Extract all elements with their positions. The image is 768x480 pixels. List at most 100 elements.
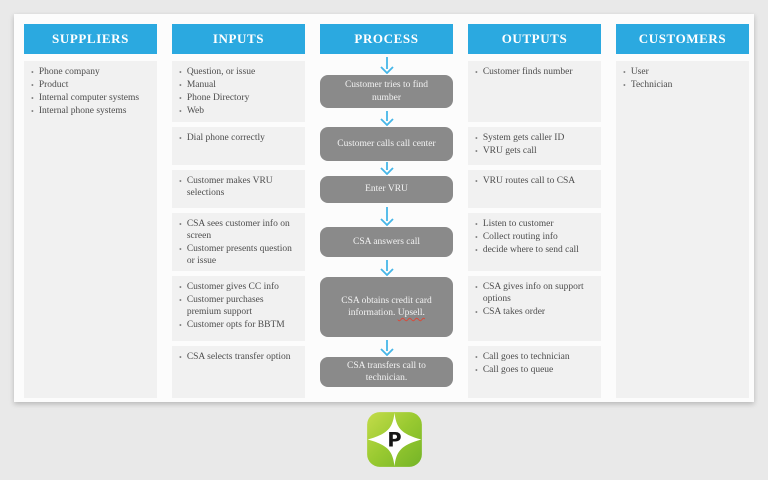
inputs-section-2: • Dial phone correctly (172, 127, 305, 165)
process-step-label: Customer tries to find number (344, 80, 429, 103)
process-step-4: CSA answers call (320, 227, 453, 257)
bullet-icon: • (31, 107, 34, 116)
sipoc-card: SUPPLIERS•Phone company•Product•Internal… (14, 14, 754, 402)
process-step-text: Customer calls call center (337, 138, 435, 150)
process-step-label: CSA transfers call to technician. (347, 360, 426, 383)
bullet-icon: • (31, 81, 34, 90)
list-item: • Phone company (28, 67, 149, 79)
down-arrow-icon (379, 207, 394, 226)
process-step-text: CSA transfers call to technician. (336, 360, 437, 385)
process-arrow (320, 260, 453, 276)
list-item-text: Phone Directory (186, 93, 250, 103)
bullet-icon: • (475, 147, 478, 156)
list-item: • Dial phone correctly (176, 133, 297, 145)
list-item-text: User (630, 67, 649, 77)
list-item: •Call goes to technician (472, 352, 593, 364)
column-inputs: INPUTS•Question, or issue•Manual•Phone D… (172, 14, 305, 402)
list-item-text: Dial phone correctly (186, 133, 265, 143)
process-step-label: CSA answers call (352, 236, 421, 247)
bullet-icon: • (475, 233, 478, 242)
list-item-text: Customer gives CC info (186, 282, 279, 292)
list-item: •VRU routes call to CSA (472, 176, 593, 188)
bullet-icon: • (179, 134, 182, 143)
process-step-label: CSA obtains credit card information. (341, 295, 432, 318)
bullet-icon: • (179, 353, 182, 362)
list-item: •Call goes to queue (472, 365, 593, 377)
suppliers-section-1: •Phone company•Product•Internal computer… (24, 61, 157, 398)
process-step-text: Enter VRU (365, 183, 408, 195)
list-item-text: decide where to send call (482, 245, 579, 255)
process-step-2: Customer calls call center (320, 127, 453, 161)
bullet-icon: • (179, 94, 182, 103)
bullet-icon: • (475, 134, 478, 143)
list-item-text: Phone company (38, 67, 100, 77)
misspelled-word: Upsell. (397, 308, 425, 318)
list-item-text: CSA selects transfer option (186, 352, 291, 362)
bullet-list: • Dial phone correctly (176, 133, 297, 145)
inputs-section-6: • CSA selects transfer option (172, 346, 305, 398)
bullet-list: •User • Technician (620, 67, 741, 92)
list-item: • Phone Directory (176, 93, 297, 105)
list-item: •Customer gives CC info (176, 282, 297, 294)
list-item: • CSA selects transfer option (176, 352, 297, 364)
bullet-list: •CSA sees customer info on screen•Custom… (176, 219, 297, 268)
list-item-text: CSA gives info on support options (482, 282, 584, 304)
process-step-6: CSA transfers call to technician. (320, 357, 453, 387)
bullet-icon: • (475, 246, 478, 255)
bullet-icon: • (31, 68, 34, 77)
process-step-label: Customer calls call center (337, 138, 436, 149)
list-item: • Internal computer systems (28, 93, 149, 105)
down-arrow-icon (379, 111, 394, 126)
list-item: •Manual (176, 80, 297, 92)
bullet-icon: • (475, 220, 478, 229)
down-arrow-icon (379, 57, 394, 74)
outputs-header: OUTPUTS (468, 24, 601, 54)
list-item-text: CSA takes order (482, 306, 546, 317)
customers-header: CUSTOMERS (616, 24, 749, 54)
list-item: •Customer opts for BBTM (176, 320, 297, 332)
list-item-text: Question, or issue (186, 67, 256, 77)
list-item-text: Customer opts for BBTM (186, 319, 285, 330)
bullet-list: •System gets caller ID•VRU gets call (472, 133, 593, 158)
down-arrow-icon (379, 260, 394, 276)
bullet-icon: • (179, 68, 182, 77)
bullet-icon: • (31, 94, 34, 103)
list-item-text: Customer finds number (482, 67, 573, 77)
process-arrow (320, 57, 453, 74)
bullet-icon: • (179, 81, 182, 90)
column-suppliers: SUPPLIERS•Phone company•Product•Internal… (24, 14, 157, 402)
down-arrow-icon (379, 340, 394, 356)
process-arrow (320, 162, 453, 175)
list-item-text: Internal computer systems (38, 93, 140, 103)
list-item-text: Web (186, 106, 204, 116)
outputs-section-2: •System gets caller ID•VRU gets call (468, 127, 601, 165)
bullet-list: •Question, or issue•Manual•Phone Directo… (176, 67, 297, 118)
sparkle-p-logo: P (367, 412, 422, 467)
process-header: PROCESS (320, 24, 453, 54)
outputs-section-5: •CSA gives info on support options•CSA t… (468, 276, 601, 341)
column-customers: CUSTOMERS •User • Technician (616, 14, 749, 402)
bullet-list: •Customer makes VRU selections (176, 176, 297, 200)
process-arrow (320, 207, 453, 226)
bullet-icon: • (179, 220, 182, 229)
outputs-section-3: •VRU routes call to CSA (468, 170, 601, 208)
list-item: •Customer presents question or issue (176, 244, 297, 268)
list-item: •CSA gives info on support options (472, 282, 593, 306)
sparkle-star-icon (367, 412, 422, 467)
list-item: •Product (28, 80, 149, 92)
process-step-label: Enter VRU (365, 184, 408, 195)
list-item-text: Technician (630, 80, 673, 90)
bullet-list: •CSA gives info on support options•CSA t… (472, 282, 593, 319)
customers-section-1: •User • Technician (616, 61, 749, 398)
list-item: •Customer purchases premium support (176, 295, 297, 319)
list-item: •User (620, 67, 741, 79)
outputs-section-1: • Customer finds number (468, 61, 601, 122)
list-item: •Web (176, 106, 297, 118)
list-item-text: VRU gets call (482, 146, 537, 156)
bullet-icon: • (475, 68, 478, 77)
down-arrow-icon (379, 162, 394, 175)
bullet-icon: • (623, 81, 626, 90)
list-item: • Technician (620, 80, 741, 92)
bullet-list: • Customer finds number (472, 67, 593, 79)
